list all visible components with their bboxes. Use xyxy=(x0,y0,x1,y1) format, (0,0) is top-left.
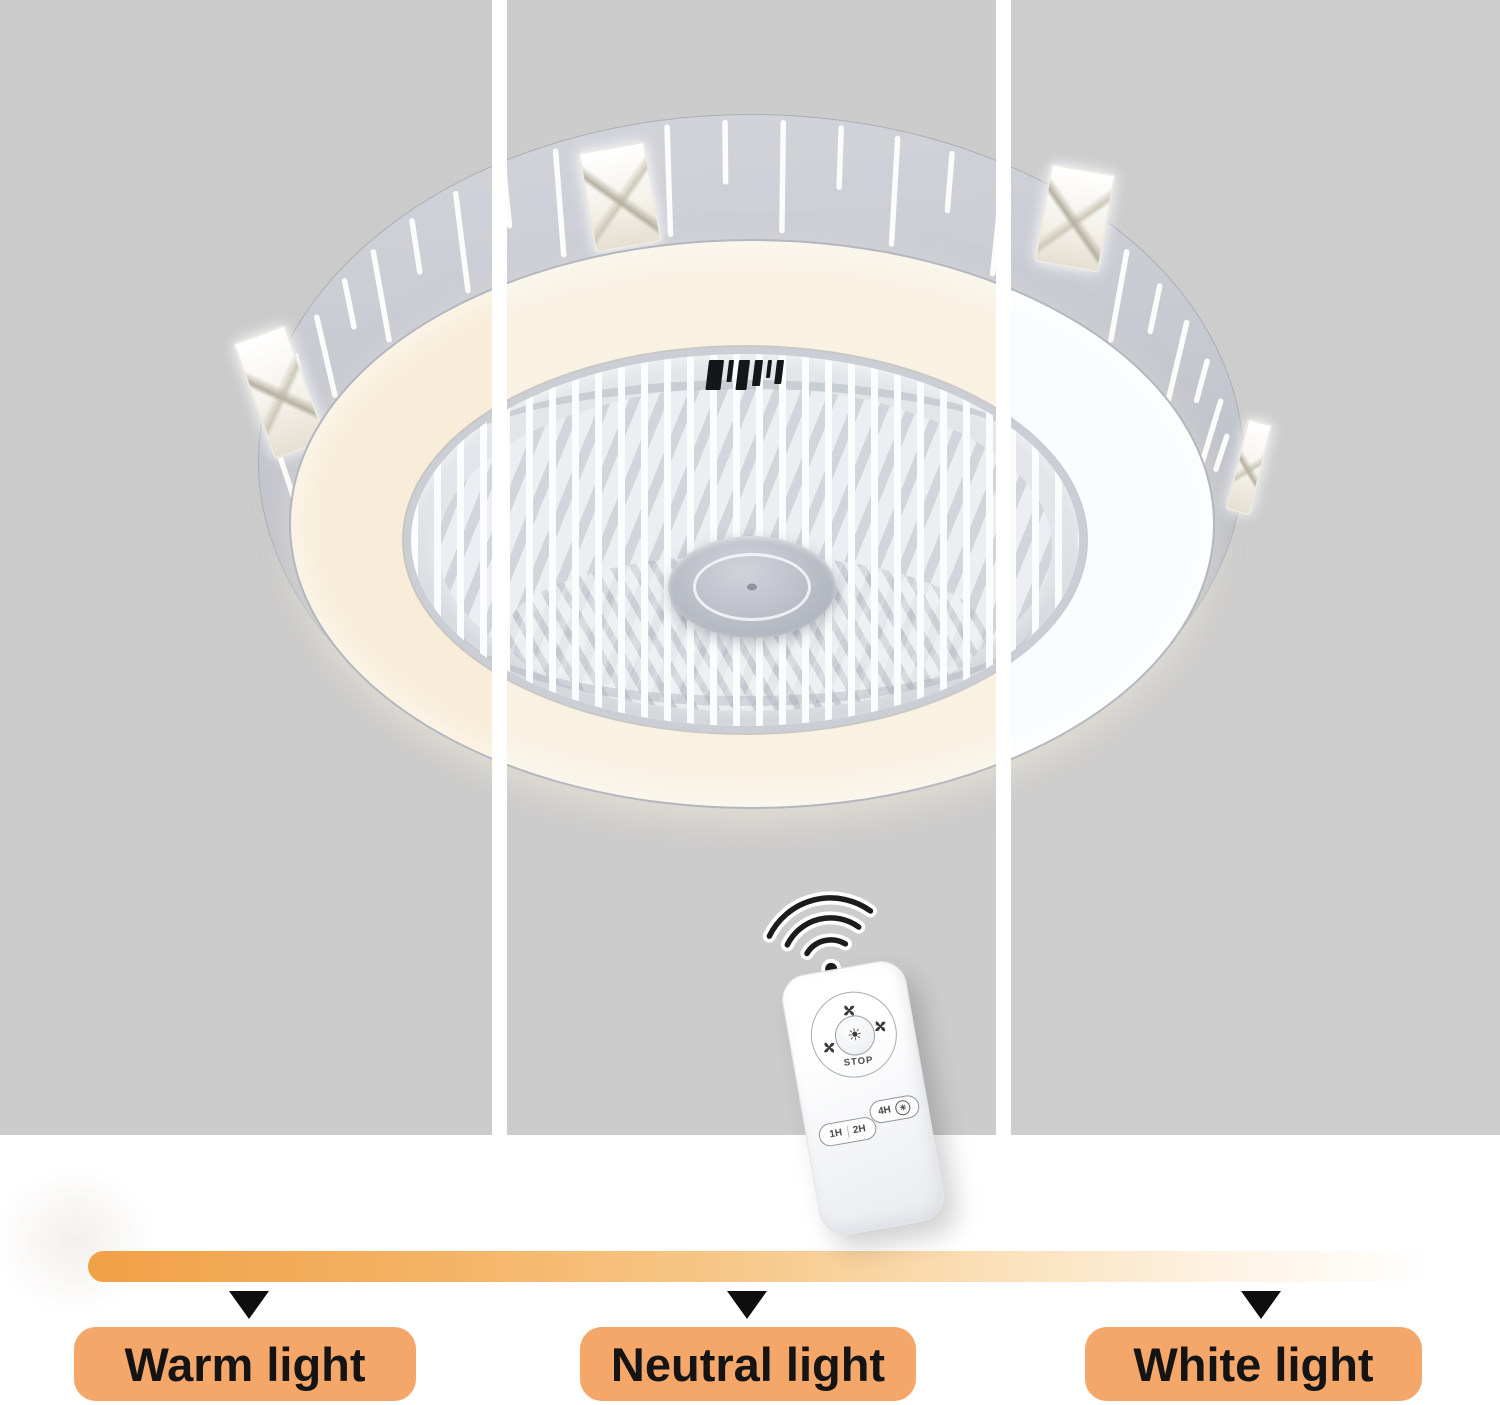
pointer-triangle-white xyxy=(1241,1291,1281,1319)
light-timer-icon: ✳ xyxy=(894,1098,912,1117)
cage-vent-grille xyxy=(705,360,809,394)
pointer-triangle-neutral xyxy=(727,1291,767,1319)
fan-speed-icon xyxy=(875,1021,886,1032)
label-white-light: White light xyxy=(1085,1327,1422,1401)
divider xyxy=(846,1125,850,1138)
panel-divider xyxy=(996,0,1011,1135)
wifi-signal-icon xyxy=(762,891,877,979)
label-neutral-light: Neutral light xyxy=(580,1327,916,1401)
remote-control: ☀ STOP 1H 2H 4H ✳ xyxy=(778,957,948,1239)
panel-divider xyxy=(492,0,507,1135)
brightness-icon: ☀ xyxy=(845,1024,865,1046)
pointer-triangle-warm xyxy=(229,1291,269,1319)
timer-2h-label: 2H xyxy=(852,1123,867,1137)
timer-4h-label: 4H xyxy=(877,1104,892,1118)
timer-1h-label: 1H xyxy=(828,1127,844,1141)
background-glow xyxy=(0,1148,175,1333)
fan-hub xyxy=(668,536,836,638)
fan-speed-icon xyxy=(843,1005,855,1016)
label-warm-light: Warm light xyxy=(74,1327,416,1401)
timer-4h-button: 4H ✳ xyxy=(867,1093,922,1125)
color-temperature-gradient-bar xyxy=(88,1251,1468,1282)
remote-control-pad: ☀ STOP xyxy=(804,984,904,1085)
fan-speed-icon xyxy=(823,1042,835,1053)
fan-hub-center xyxy=(747,583,757,591)
timer-1h-2h-button: 1H 2H xyxy=(817,1115,879,1149)
fan-hub-ring xyxy=(693,553,811,621)
